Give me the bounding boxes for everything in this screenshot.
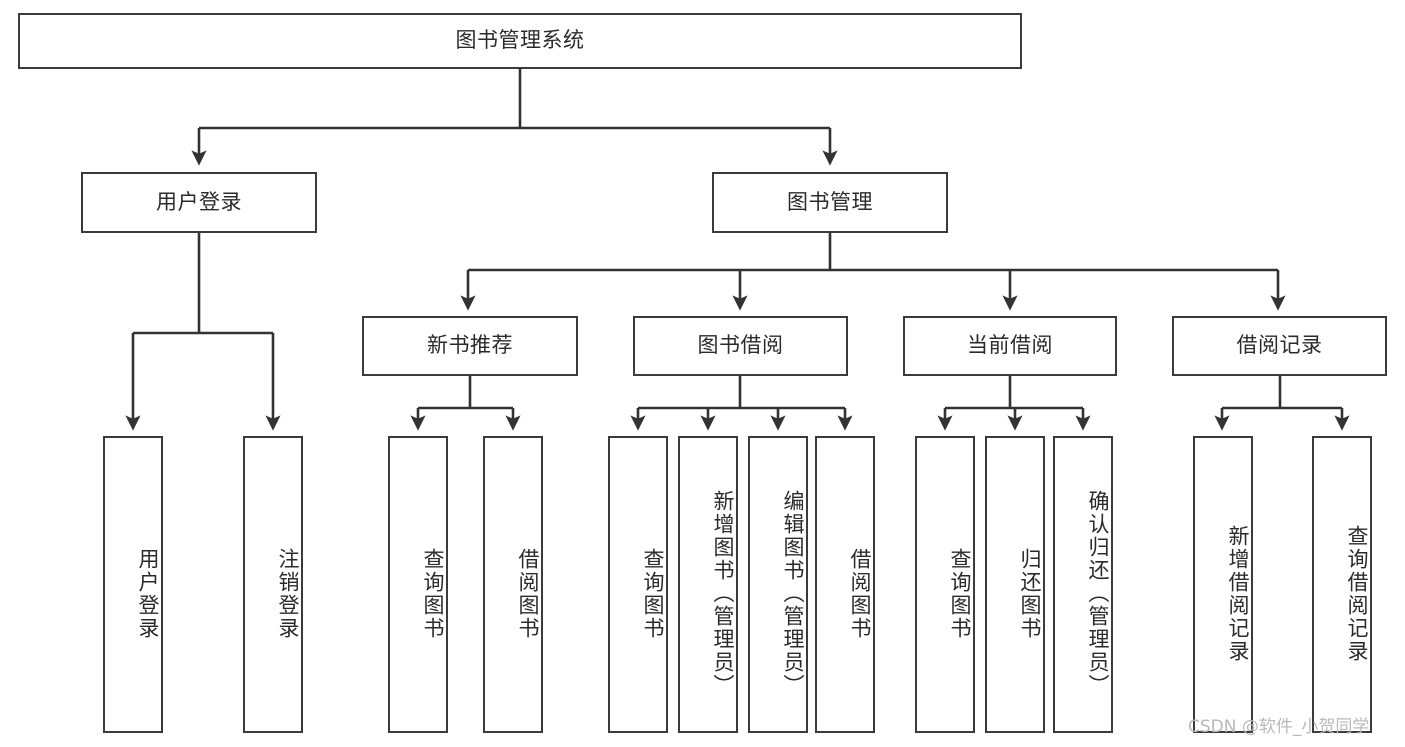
node-label: 查询借阅记录 xyxy=(1345,524,1369,663)
node-label: 新增借阅记录 xyxy=(1226,524,1250,663)
node-label: 借阅记录 xyxy=(1236,333,1323,358)
node-label: 借阅图书 xyxy=(848,547,872,640)
leaf-current-borrow-query-book[interactable]: 查询图书 xyxy=(915,436,975,733)
node-borrow-record[interactable]: 借阅记录 xyxy=(1172,316,1387,376)
leaf-borrow-record-add-record[interactable]: 新增借阅记录 xyxy=(1193,436,1253,733)
node-book-management[interactable]: 图书管理 xyxy=(712,172,948,233)
leaf-current-borrow-return-book[interactable]: 归还图书 xyxy=(985,436,1045,733)
leaf-new-book-borrow-book[interactable]: 借阅图书 xyxy=(483,436,543,733)
node-label: 查询图书 xyxy=(641,547,665,640)
node-user-login[interactable]: 用户登录 xyxy=(81,172,317,233)
node-label: 归还图书 xyxy=(1018,547,1042,640)
leaf-current-borrow-confirm-return-admin[interactable]: 确认归还（管理员） xyxy=(1053,436,1113,733)
node-root-book-management-system[interactable]: 图书管理系统 xyxy=(18,13,1022,69)
leaf-book-borrow-borrow-book[interactable]: 借阅图书 xyxy=(815,436,875,733)
node-label: 查询图书 xyxy=(948,547,972,640)
leaf-book-borrow-add-book-admin[interactable]: 新增图书（管理员） xyxy=(678,436,738,733)
node-label: 编辑图书（管理员） xyxy=(781,490,805,697)
watermark-text: CSDN @软件_小贺同学 xyxy=(1188,717,1370,737)
leaf-borrow-record-query-record[interactable]: 查询借阅记录 xyxy=(1312,436,1372,733)
leaf-new-book-query-book[interactable]: 查询图书 xyxy=(388,436,448,733)
node-current-borrow[interactable]: 当前借阅 xyxy=(903,316,1117,376)
node-book-borrow[interactable]: 图书借阅 xyxy=(633,316,848,376)
node-label: 注销登录 xyxy=(276,547,300,640)
leaf-user-login-login[interactable]: 用户登录 xyxy=(103,436,163,733)
node-label: 图书管理 xyxy=(787,189,873,214)
node-label: 图书管理系统 xyxy=(455,28,585,53)
node-label: 用户登录 xyxy=(136,547,160,640)
leaf-book-borrow-query-book[interactable]: 查询图书 xyxy=(608,436,668,733)
node-label: 新增图书（管理员） xyxy=(711,490,735,697)
node-label: 新书推荐 xyxy=(427,333,513,358)
node-label: 查询图书 xyxy=(421,547,445,640)
node-label: 借阅图书 xyxy=(516,547,540,640)
node-new-book-recommend[interactable]: 新书推荐 xyxy=(362,316,578,376)
node-label: 用户登录 xyxy=(156,189,242,214)
leaf-book-borrow-edit-book-admin[interactable]: 编辑图书（管理员） xyxy=(748,436,808,733)
node-label: 确认归还（管理员） xyxy=(1086,490,1110,697)
node-label: 当前借阅 xyxy=(967,333,1053,358)
node-label: 图书借阅 xyxy=(697,333,784,358)
leaf-user-login-logout[interactable]: 注销登录 xyxy=(243,436,303,733)
